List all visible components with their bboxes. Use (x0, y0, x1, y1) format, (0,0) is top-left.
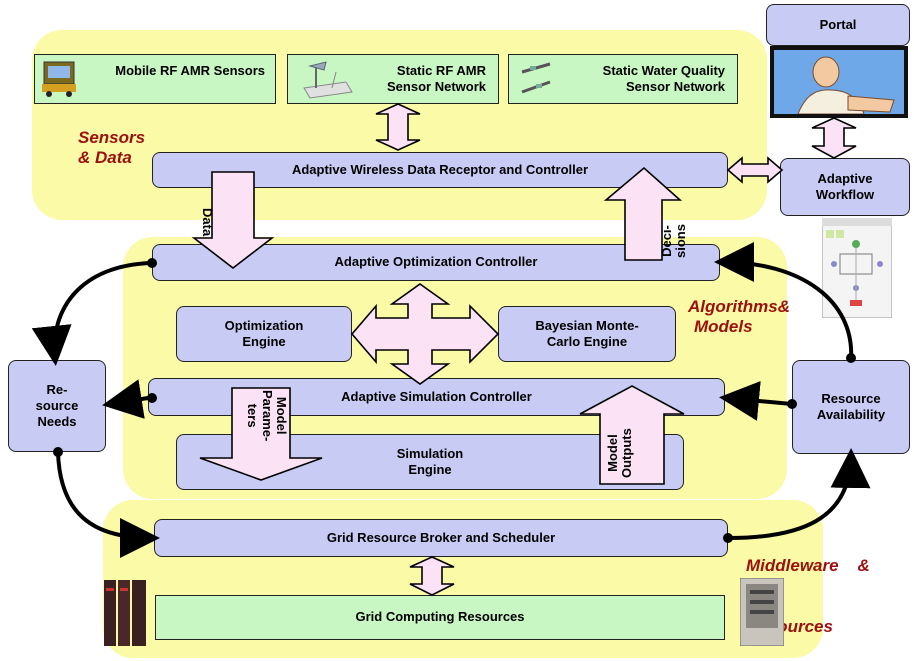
resource-availability-line2: Availability (816, 407, 886, 422)
sensor-network-icon (303, 61, 353, 99)
sensors-label-line1: Sensors (78, 128, 146, 147)
server-rack-icon (104, 580, 146, 646)
resource-availability-line1: Resource (821, 390, 881, 406)
model-parameters-down-arrow (199, 387, 323, 481)
static-water-quality-sensor-network[interactable]: Static Water Quality Sensor Network (508, 54, 738, 104)
workflow-label-line2: Workflow (815, 187, 875, 202)
workflow-label-line1: Adaptive (817, 170, 873, 186)
receptor-workflow-double-arrow (726, 156, 784, 184)
portal-workflow-double-arrow (811, 117, 857, 159)
broker-grid-double-arrow (409, 556, 455, 596)
cluster-cabinet-icon (740, 578, 784, 646)
water-label-line1: Static Water Quality (602, 62, 725, 78)
optimization-engine-line1: Optimization (224, 317, 304, 333)
optimization-engine[interactable]: Optimization Engine (176, 306, 352, 362)
sensors-data-label: Sensors & Data (78, 128, 145, 169)
sensors-label-line2: & Data (78, 148, 132, 168)
adaptive-workflow-box[interactable]: Adaptive Workflow (780, 158, 910, 216)
optimization-engine-line2: Engine (242, 334, 286, 349)
model-outputs-arrow-label: Model Outputs (605, 428, 635, 478)
simulation-controller-label: Adaptive Simulation Controller (341, 388, 532, 404)
portal-box[interactable]: Portal (766, 4, 910, 46)
engines-four-way-arrow (350, 283, 500, 385)
middleware-label-line1: Middleware & (746, 555, 870, 575)
portal-user-icon (797, 56, 895, 114)
water-label-line2: Sensor Network (626, 79, 725, 94)
grid-computing-label: Grid Computing Resources (355, 609, 525, 625)
resource-needs-line3: Needs (37, 414, 77, 430)
vehicle-sensor-icon (42, 61, 76, 97)
sensors-receptor-double-arrow (375, 103, 421, 151)
grid-resource-broker-scheduler[interactable]: Grid Resource Broker and Scheduler (154, 519, 728, 557)
data-arrow-label: Data (200, 208, 215, 237)
bayesian-monte-carlo-engine[interactable]: Bayesian Monte- Carlo Engine (498, 306, 676, 362)
water-sensor-icon (521, 62, 551, 94)
decisions-arrow-label: Deci- sions (659, 224, 689, 258)
algorithms-label-line1: Algorithms& (688, 297, 790, 316)
decisions-up-arrow (603, 166, 683, 261)
optimization-controller-label: Adaptive Optimization Controller (334, 254, 538, 270)
portal-monitor (770, 46, 908, 118)
resource-needs-line1: Re- (46, 381, 68, 397)
algorithms-label-line2: Models (694, 317, 753, 337)
mobile-sensors-label: Mobile RF AMR Sensors (115, 63, 265, 78)
resource-availability-box[interactable]: Resource Availability (792, 360, 910, 454)
receptor-label: Adaptive Wireless Data Receptor and Cont… (291, 161, 589, 177)
simulation-engine-line1: Simulation (396, 445, 464, 461)
resource-needs-line2: source (35, 397, 79, 413)
bayesian-engine-line2: Carlo Engine (546, 334, 628, 349)
grid-broker-label: Grid Resource Broker and Scheduler (326, 529, 556, 545)
simulation-engine-line2: Engine (408, 462, 452, 477)
connector-dots (53, 258, 856, 543)
model-outputs-up-arrow (579, 385, 685, 485)
model-parameters-arrow-label: Model Parame- ters (245, 390, 289, 442)
data-down-arrow (191, 171, 275, 270)
algorithms-models-label: Algorithms& Models (688, 297, 790, 338)
resource-flow-curves (31, 242, 871, 558)
static-rf-label-line2: Sensor Network (387, 79, 486, 94)
static-rf-label-line1: Static RF AMR (396, 62, 486, 78)
grid-computing-resources[interactable]: Grid Computing Resources (155, 595, 725, 640)
portal-label: Portal (819, 16, 857, 32)
bayesian-engine-line1: Bayesian Monte- (535, 317, 639, 333)
